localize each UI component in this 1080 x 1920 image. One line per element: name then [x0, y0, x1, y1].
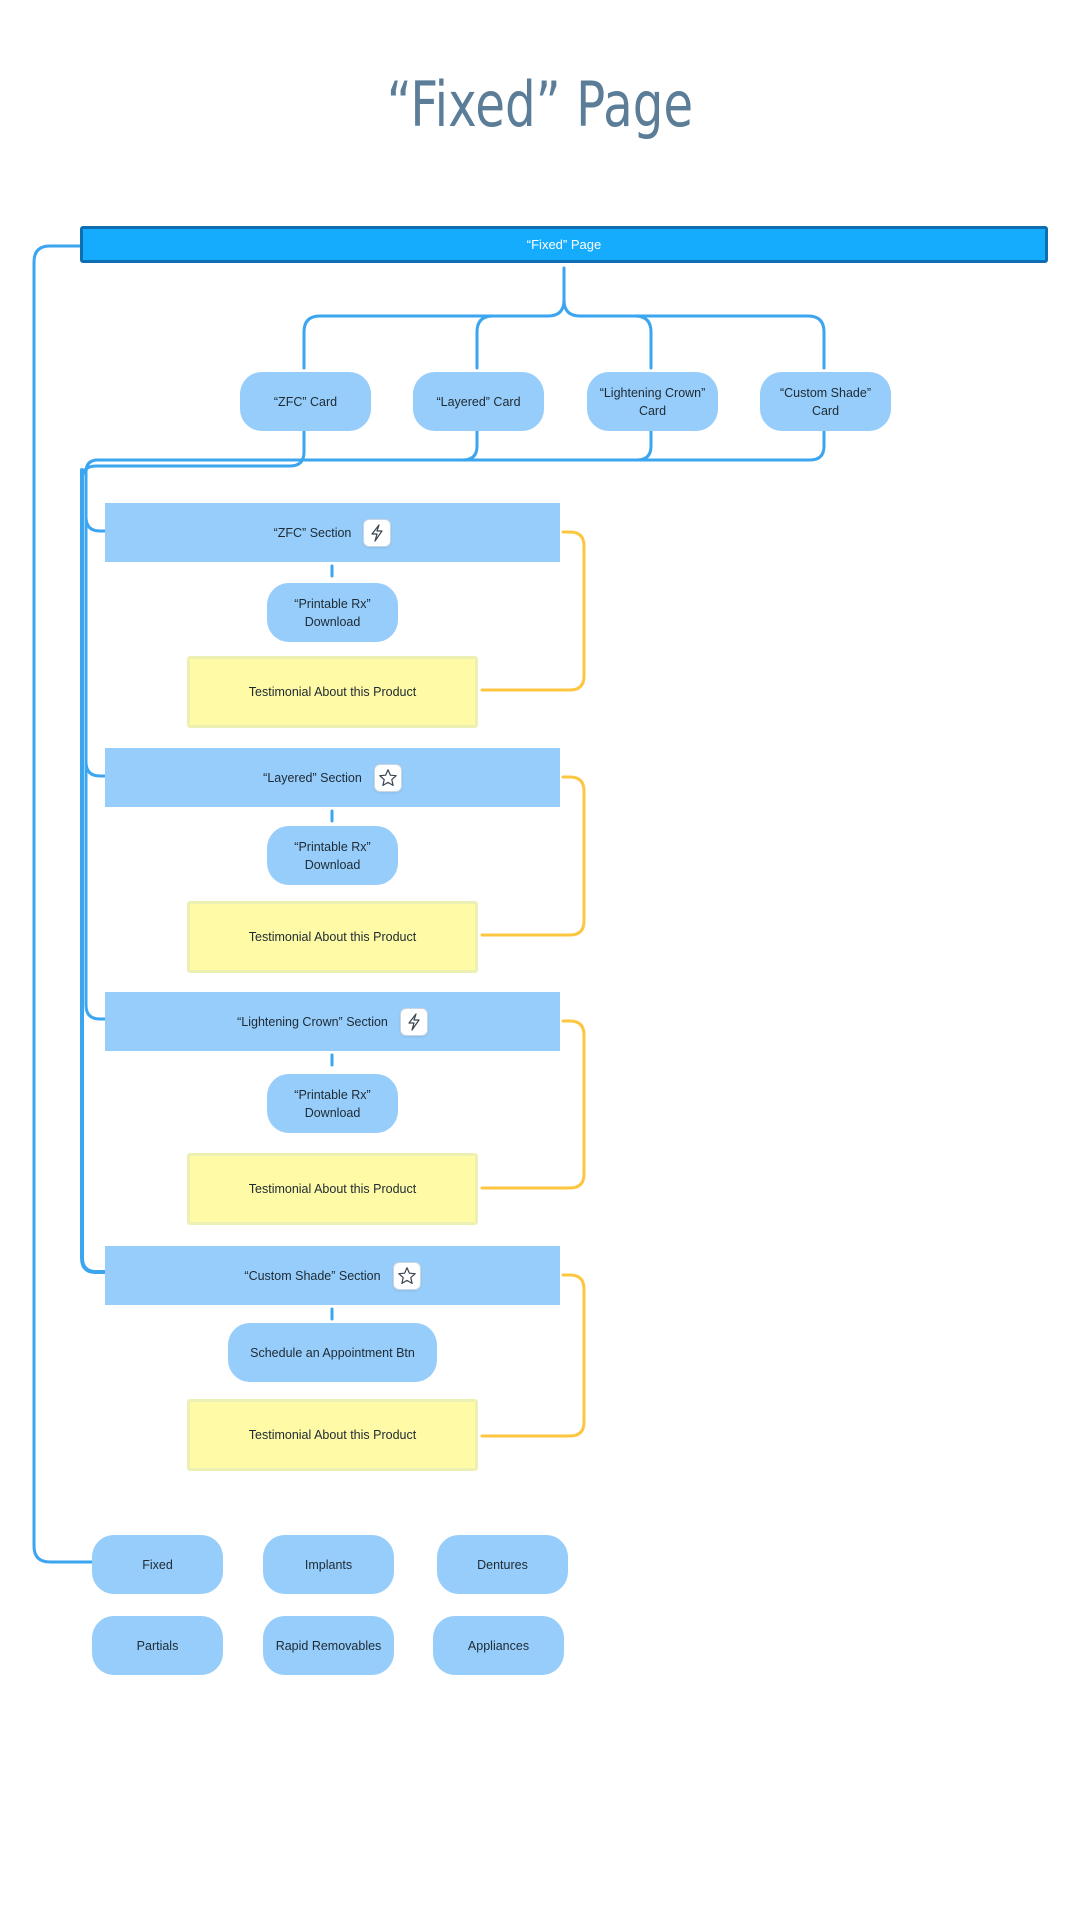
- section-label: “ZFC” Section: [273, 525, 352, 540]
- testimonial-box: Testimonial About this Product: [187, 1399, 478, 1471]
- testimonial-box: Testimonial About this Product: [187, 656, 478, 728]
- card-custom-shade[interactable]: “Custom Shade” Card: [760, 372, 891, 431]
- section-lightening-crown[interactable]: “Lightening Crown” Section: [105, 992, 560, 1051]
- lightning-icon: [399, 1007, 428, 1036]
- card-zfc[interactable]: “ZFC” Card: [240, 372, 371, 431]
- printable-rx-download-button[interactable]: “Printable Rx” Download: [267, 1074, 398, 1133]
- testimonial-box: Testimonial About this Product: [187, 1153, 478, 1225]
- footer-nav-dentures[interactable]: Dentures: [437, 1535, 568, 1594]
- section-label: “Lightening Crown” Section: [237, 1014, 388, 1029]
- lightning-icon: [363, 518, 392, 547]
- section-label: “Custom Shade” Section: [244, 1268, 381, 1283]
- card-lightening-crown[interactable]: “Lightening Crown” Card: [587, 372, 718, 431]
- schedule-appointment-button[interactable]: Schedule an Appointment Btn: [228, 1323, 437, 1382]
- footer-nav-rapid-removables[interactable]: Rapid Removables: [263, 1616, 394, 1675]
- section-label: “Layered” Section: [263, 770, 362, 785]
- page-title: “Fixed” Page: [386, 68, 694, 141]
- footer-nav-partials[interactable]: Partials: [92, 1616, 223, 1675]
- section-custom-shade[interactable]: “Custom Shade” Section: [105, 1246, 560, 1305]
- footer-nav-implants[interactable]: Implants: [263, 1535, 394, 1594]
- footer-nav-appliances[interactable]: Appliances: [433, 1616, 564, 1675]
- card-layered[interactable]: “Layered” Card: [413, 372, 544, 431]
- star-icon: [392, 1261, 421, 1290]
- star-icon: [373, 763, 402, 792]
- printable-rx-download-button[interactable]: “Printable Rx” Download: [267, 826, 398, 885]
- printable-rx-download-button[interactable]: “Printable Rx” Download: [267, 583, 398, 642]
- footer-nav-fixed[interactable]: Fixed: [92, 1535, 223, 1594]
- testimonial-box: Testimonial About this Product: [187, 901, 478, 973]
- section-zfc[interactable]: “ZFC” Section: [105, 503, 560, 562]
- root-node-fixed-page[interactable]: “Fixed” Page: [80, 226, 1048, 263]
- section-layered[interactable]: “Layered” Section: [105, 748, 560, 807]
